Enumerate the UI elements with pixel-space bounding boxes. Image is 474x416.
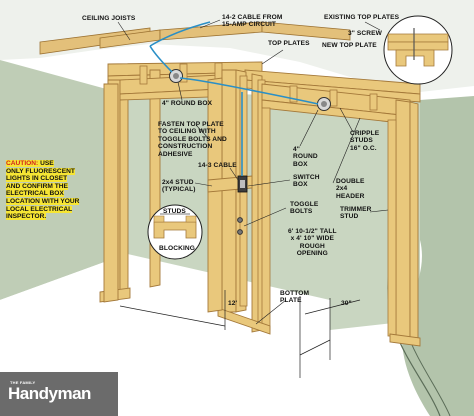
caution-line1: USE (38, 160, 54, 167)
blocking-detail (147, 204, 203, 260)
left-front-studs (103, 77, 253, 313)
label-double-header: DOUBLE 2x4 HEADER (336, 178, 365, 200)
label-cable-15amp: 14-2 CABLE FROM 15-AMP CIRCUIT (222, 14, 283, 29)
label-round-box-right: 4" ROUND BOX (293, 146, 318, 168)
label-dim-30in: 30" (341, 300, 352, 307)
label-new-top-plate: NEW TOP PLATE (322, 42, 377, 49)
caution-note: CAUTION: USE ONLY FLUORESCENT LIGHTS IN … (6, 160, 109, 221)
ceiling-joists (39, 21, 351, 55)
top-plate-detail (383, 15, 453, 85)
label-fasten-top-plate: FASTEN TOP PLATE TO CEILING WITH TOGGLE … (158, 121, 227, 158)
electrical-boxes (169, 69, 331, 193)
label-blocking: BLOCKING (159, 245, 195, 252)
electrical-cables (149, 21, 319, 176)
label-screw: 3" SCREW (348, 30, 382, 37)
label-round-box: 4" ROUND BOX (162, 100, 213, 107)
caution-body: ONLY FLUORESCENT LIGHTS IN CLOSET AND CO… (6, 167, 80, 221)
brand-tagline: THE FAMILY (10, 380, 36, 385)
label-top-plates: TOP PLATES (268, 40, 310, 47)
cripple-studs-right (289, 85, 378, 111)
toggle-bolts (237, 217, 243, 235)
brand-logo: Handyman (8, 384, 91, 403)
brand-badge (0, 372, 118, 416)
dimension-lines (119, 290, 361, 378)
caution-heading: CAUTION: (6, 160, 39, 167)
label-ceiling-joists: CEILING JOISTS (82, 15, 136, 22)
label-dim-12ft: 12' (228, 300, 238, 307)
label-cripple-studs: CRIPPLE STUDS 16" O.C. (350, 130, 380, 152)
label-toggle-bolts: TOGGLE BOLTS (290, 201, 319, 216)
label-studs: STUDS (163, 208, 186, 215)
label-existing-top-plates: EXISTING TOP PLATES (324, 14, 400, 21)
label-bottom-plate: BOTTOM PLATE (280, 290, 310, 305)
leader-lines (117, 19, 389, 325)
label-stud-2x4: 2x4 STUD (TYPICAL) (162, 179, 196, 194)
label-cable-14-3: 14-3 CABLE (198, 162, 237, 169)
label-switch-box: SWITCH BOX (293, 174, 320, 189)
label-trimmer-stud: TRIMMER STUD (340, 206, 372, 221)
right-wall (401, 96, 474, 416)
label-rough-opening: 6' 10-1/2" TALL x 4' 10" WIDE ROUGH OPEN… (288, 228, 337, 258)
